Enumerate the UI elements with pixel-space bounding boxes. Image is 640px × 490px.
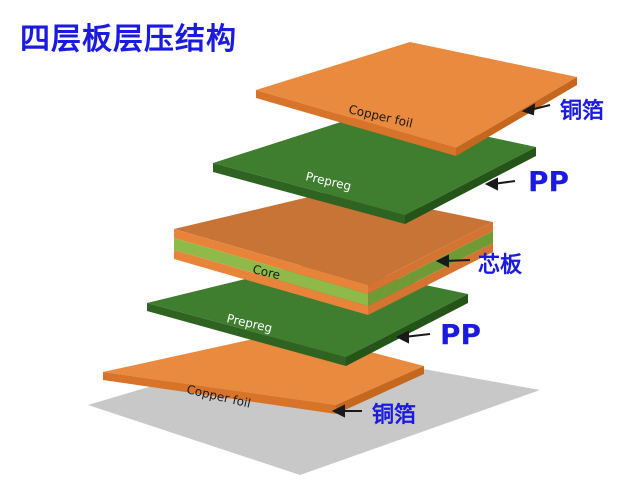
layer-copper-top: Copper foil — [256, 42, 577, 156]
callout-copper-top: 铜箔 — [560, 99, 605, 124]
callout-copper-bottom: 铜箔 — [372, 403, 417, 428]
layer-label-core: Core — [251, 262, 281, 282]
callout-core: 芯板 — [478, 253, 523, 278]
diagram-title: 四层板层压结构 — [20, 22, 237, 57]
callout-prepreg-top: PP — [528, 165, 570, 198]
callout-prepreg-bottom: PP — [440, 318, 482, 351]
callout-arrows — [331, 103, 551, 418]
